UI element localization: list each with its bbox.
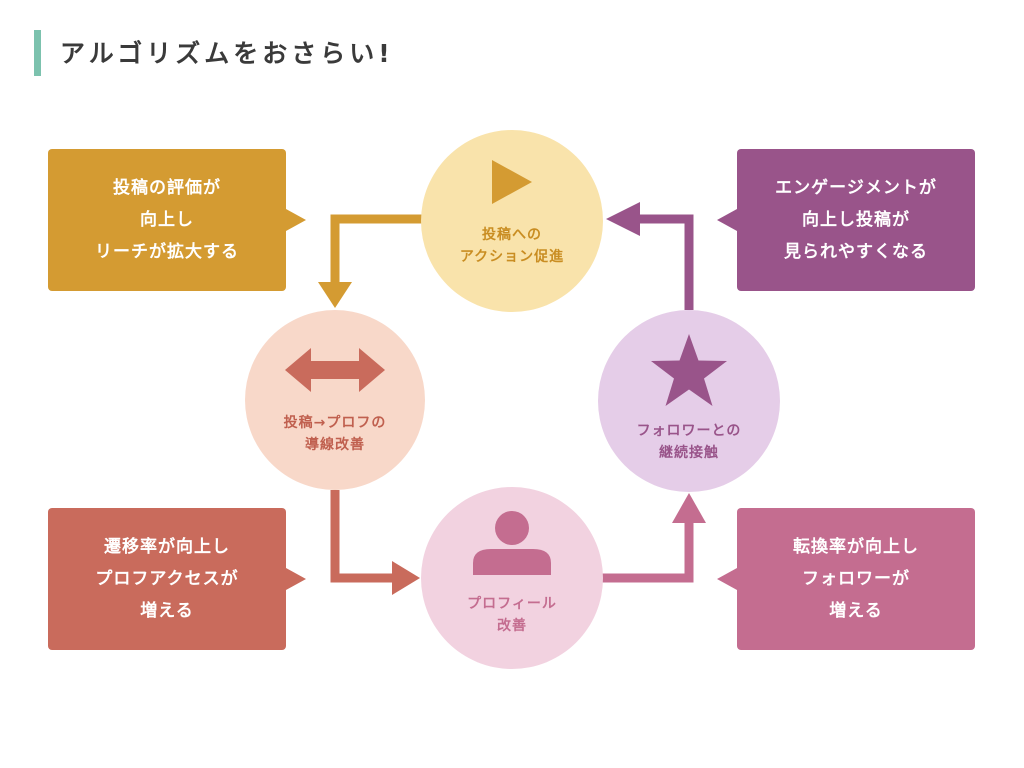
play-icon <box>490 158 534 210</box>
arrowhead-right <box>392 561 420 595</box>
arrow-right-to-top <box>640 214 694 310</box>
callout-conversion-rate: 転換率が向上し フォロワーが 増える <box>717 508 975 650</box>
page-title: アルゴリズムをおさらい! <box>60 39 394 68</box>
callout-transition-rate: 遷移率が向上し プロフアクセスが 増える <box>48 508 306 650</box>
node-label: フォロワーとの 継続接触 <box>636 423 742 461</box>
arrow-top-to-left <box>330 214 424 282</box>
double-arrow-icon <box>283 346 387 398</box>
arrowhead-up <box>672 493 706 523</box>
node-follower-contact: フォロワーとの 継続接触 <box>598 310 780 492</box>
node-label: 投稿→プロフの 導線改善 <box>283 415 387 453</box>
callout-engagement: エンゲージメントが 向上し投稿が 見られやすくなる <box>717 149 975 291</box>
star-icon <box>649 332 729 412</box>
callout-reach: 投稿の評価が 向上し リーチが拡大する <box>48 149 306 291</box>
node-label: 投稿への アクション促進 <box>459 227 565 265</box>
arrowhead-left <box>606 202 640 236</box>
node-action-promotion: 投稿への アクション促進 <box>421 130 603 312</box>
arrow-left-to-bottom <box>330 490 392 583</box>
node-label: プロフィール 改善 <box>467 596 557 634</box>
arrowhead-down <box>318 282 352 308</box>
title-accent-bar <box>34 30 41 76</box>
node-profile-improvement: プロフィール 改善 <box>421 487 603 669</box>
node-navigation-improvement: 投稿→プロフの 導線改善 <box>245 310 425 490</box>
arrow-bottom-to-right <box>602 523 694 583</box>
person-icon <box>471 511 553 579</box>
